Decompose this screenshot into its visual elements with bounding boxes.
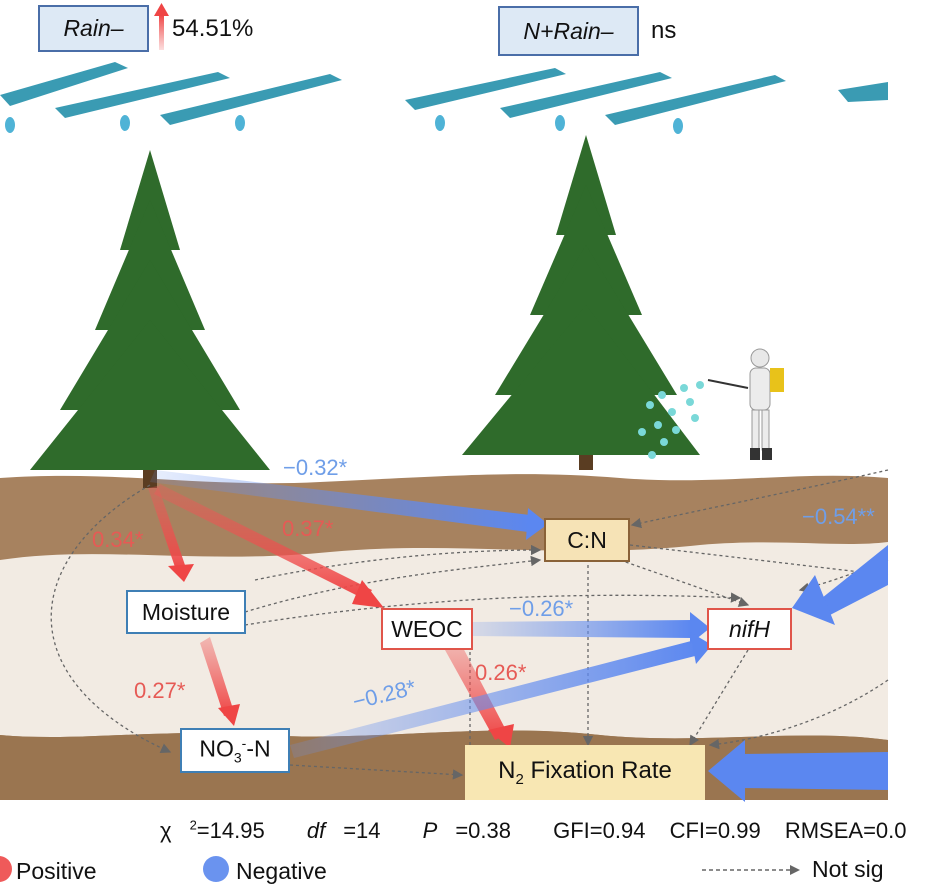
- path-weoc-to-nifh: [472, 620, 692, 638]
- ns-path-outer-left: [50, 484, 172, 754]
- legend-positive-dot: [0, 856, 12, 882]
- arrowhead-rain-to-weoc: [352, 580, 384, 608]
- legend: Positive Negative Not sig: [0, 852, 888, 887]
- legend-negative-dot: [203, 856, 229, 882]
- path-no3-to-nifh: [290, 640, 699, 758]
- stat-p: P=0.38: [422, 818, 511, 844]
- node-no3-n-label: NO3--N: [199, 735, 271, 766]
- stat-rmsea: RMSEA=0.0: [784, 818, 907, 844]
- sprayer-person-icon: [638, 348, 784, 460]
- rain-streaks: [0, 62, 888, 125]
- ns-path-rain-to-cn: [254, 544, 542, 581]
- arrowhead-rain-to-cn: [526, 508, 548, 540]
- stat-cfi: CFI=0.99: [669, 818, 761, 844]
- coef-moisture-to-no3: 0.27*: [134, 678, 186, 703]
- ns-path-cn-to-nifh: [619, 559, 750, 607]
- path-weoc-to-n2: [445, 642, 508, 740]
- node-cn-ratio-label: C:N: [567, 526, 607, 553]
- arrowhead-no3-to-nifh: [690, 632, 712, 664]
- treatment-n-rain-minus-label: N+Rain–: [523, 17, 614, 44]
- diagram-canvas: [0, 3, 889, 887]
- arrowhead-right-to-nifh: [792, 575, 835, 625]
- path-right-to-n2: [740, 752, 888, 790]
- arrowhead-rain-to-moisture: [168, 564, 194, 582]
- path-moisture-to-no3: [200, 637, 234, 716]
- treatment-n-rain-minus: N+Rain–: [498, 6, 639, 56]
- coef-weoc-to-nifh: −0.26*: [509, 596, 574, 621]
- ns-path-nifh-to-n2: [689, 649, 749, 747]
- coef-rain-to-cn: −0.32*: [283, 455, 348, 480]
- significant-paths: [148, 470, 888, 802]
- increase-arrow-icon: [154, 3, 169, 50]
- ns-path-right-to-cn: [630, 469, 889, 529]
- path-rain-to-moisture: [148, 486, 186, 570]
- node-moisture-label: Moisture: [141, 598, 231, 625]
- legend-negative-label: Negative: [236, 858, 327, 884]
- ns-path-moisture-to-cn: [244, 555, 542, 613]
- node-n2-fixation-rate-label: N2 Fixation Rate: [498, 757, 672, 788]
- coef-weoc-to-n2: 0.26*: [475, 660, 527, 685]
- node-cn-ratio: C:N: [544, 518, 630, 562]
- node-n2-fixation-rate: N2 Fixation Rate: [465, 745, 705, 800]
- bottom-white-band: [0, 800, 888, 887]
- arrowhead-moisture-to-no3: [218, 704, 240, 726]
- tree-left-icon: [30, 150, 270, 488]
- treatment-rain-minus-effect: 54.51%: [172, 15, 254, 42]
- legend-dashed-arrow-icon: [702, 865, 800, 875]
- node-moisture: Moisture: [126, 590, 246, 634]
- ns-path-no3-to-n2: [289, 764, 464, 780]
- node-no3-n: NO3--N: [180, 728, 290, 773]
- node-weoc: WEOC: [381, 608, 473, 650]
- rain-drops: [5, 115, 683, 134]
- path-rain-to-cn: [150, 470, 530, 532]
- stat-df: df=14: [306, 818, 381, 844]
- treatment-rain-minus-label: Rain–: [63, 15, 124, 41]
- legend-not-significant-label: Not sig: [812, 856, 884, 882]
- nonsignificant-paths: [50, 469, 889, 780]
- path-right-to-nifh: [822, 545, 888, 615]
- stat-gfi: GFI=0.94: [553, 818, 646, 844]
- node-weoc-label: WEOC: [391, 615, 463, 642]
- node-nifh-label: nifH: [729, 615, 770, 642]
- arrowhead-right-to-n2: [708, 740, 745, 802]
- tree-middle-icon: [462, 135, 700, 470]
- path-rain-to-weoc: [154, 484, 372, 600]
- legend-positive-label: Positive: [16, 858, 97, 884]
- node-nifh: nifH: [707, 608, 792, 650]
- treatment-n-rain-minus-effect: ns: [651, 17, 677, 44]
- coef-rain-to-moisture: 0.34*: [92, 527, 144, 552]
- ns-path-right-to-n2: [708, 679, 889, 750]
- treatment-rain-minus: Rain–: [38, 5, 149, 52]
- coef-rain-to-weoc: 0.37*: [282, 516, 334, 541]
- coef-right-to-nifh: −0.54**: [802, 504, 875, 529]
- arrowhead-weoc-to-n2: [488, 724, 514, 748]
